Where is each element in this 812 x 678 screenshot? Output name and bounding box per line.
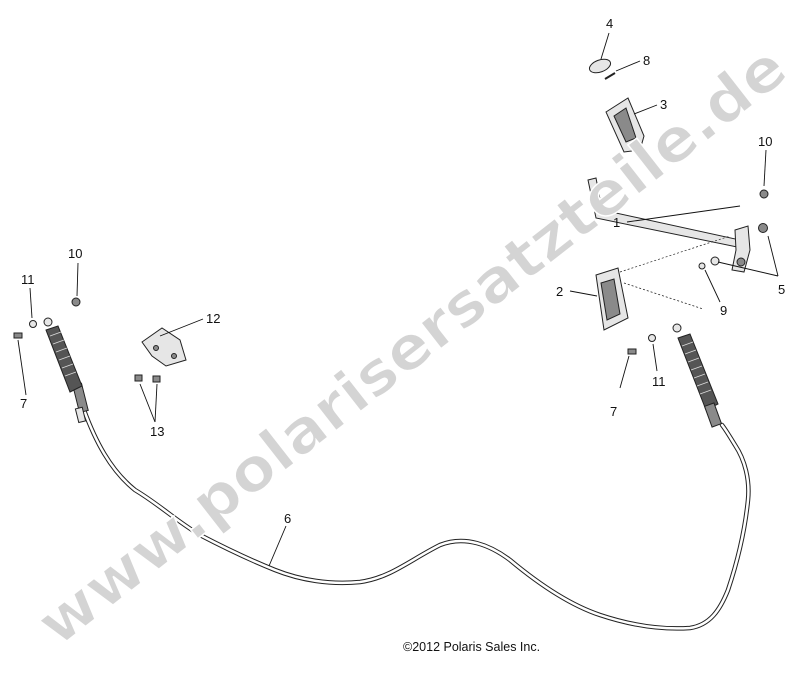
knob-screw [604,72,616,80]
callout-4: 4 [606,16,613,31]
callout-6: 6 [284,511,291,526]
callout-11-left: 11 [21,272,35,287]
hardware [13,189,769,355]
shift-knob [605,97,645,153]
left-cable-end [43,317,89,424]
callout-5: 5 [778,282,785,297]
right-cable-end [672,323,723,428]
callout-8: 8 [643,53,650,68]
foot-pad [595,267,629,331]
callout-12: 12 [206,311,220,326]
callout-10-right: 10 [758,134,772,149]
callout-1: 1 [613,215,620,230]
bracket [141,327,187,367]
callout-2: 2 [556,284,563,299]
cable-assembly [81,407,751,631]
shift-lever [587,177,751,273]
assembly-line [619,235,731,273]
callout-7-right: 7 [610,404,617,419]
callout-3: 3 [660,97,667,112]
bracket-bolts [134,374,161,383]
callout-7-left: 7 [20,396,27,411]
copyright-notice: ©2012 Polaris Sales Inc. [0,640,812,658]
callouts: 4 8 3 10 1 5 9 2 11 7 10 11 7 12 13 6 [20,16,785,526]
callout-10-left: 10 [68,246,82,261]
assembly-line [623,282,704,310]
callout-11-right: 11 [652,374,666,389]
knob-cap [588,58,612,74]
callout-13: 13 [150,424,164,439]
callout-9: 9 [720,303,727,318]
copyright-text: ©2012 Polaris Sales Inc. [403,640,541,654]
leader-lines [17,32,779,567]
